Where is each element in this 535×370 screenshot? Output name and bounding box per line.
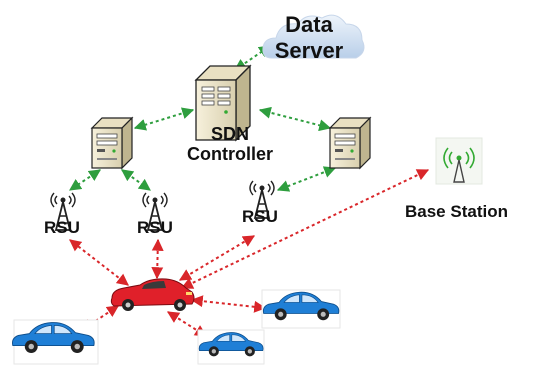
- rsu-1-label: RSU: [44, 218, 80, 237]
- edge-server-left-icon: [91, 117, 133, 169]
- rsu-3-label: RSU: [242, 207, 278, 226]
- data-server-label-line2: Server: [274, 38, 344, 63]
- sdn-controller-label-line1: SDN: [210, 124, 249, 144]
- link-server-right-rsu-3: [276, 166, 337, 192]
- link-car-blue-car-right: [190, 295, 267, 313]
- base-station-icon: [435, 137, 483, 185]
- link-car-rsu-1: [69, 239, 129, 286]
- data-server-cloud: [262, 14, 365, 59]
- link-server-left-rsu-2: [121, 169, 151, 191]
- sdn-controller-label: SDN Controller: [175, 124, 285, 164]
- data-server-label: Data Server: [268, 12, 350, 64]
- link-car-base-station: [180, 169, 430, 289]
- blue-car-right-icon: [261, 289, 341, 329]
- link-server-left-rsu-1: [69, 169, 101, 191]
- link-controller-server-right: [258, 106, 332, 132]
- ego-car-icon: [110, 278, 195, 311]
- base-station-label: Base Station: [405, 202, 508, 221]
- data-server-label-line1: Data: [285, 12, 333, 37]
- link-controller-server-left: [133, 107, 195, 131]
- blue-car-bottom-icon: [197, 329, 265, 365]
- edge-server-right-icon: [329, 117, 371, 169]
- wireless-links: [69, 169, 430, 337]
- link-car-rsu-2: [151, 238, 164, 280]
- rsu-2-label: RSU: [137, 218, 173, 237]
- blue-car-left-icon: [12, 319, 99, 365]
- sdn-controller-label-line2: Controller: [186, 144, 273, 164]
- sdn-controller-server-icon: [194, 64, 252, 142]
